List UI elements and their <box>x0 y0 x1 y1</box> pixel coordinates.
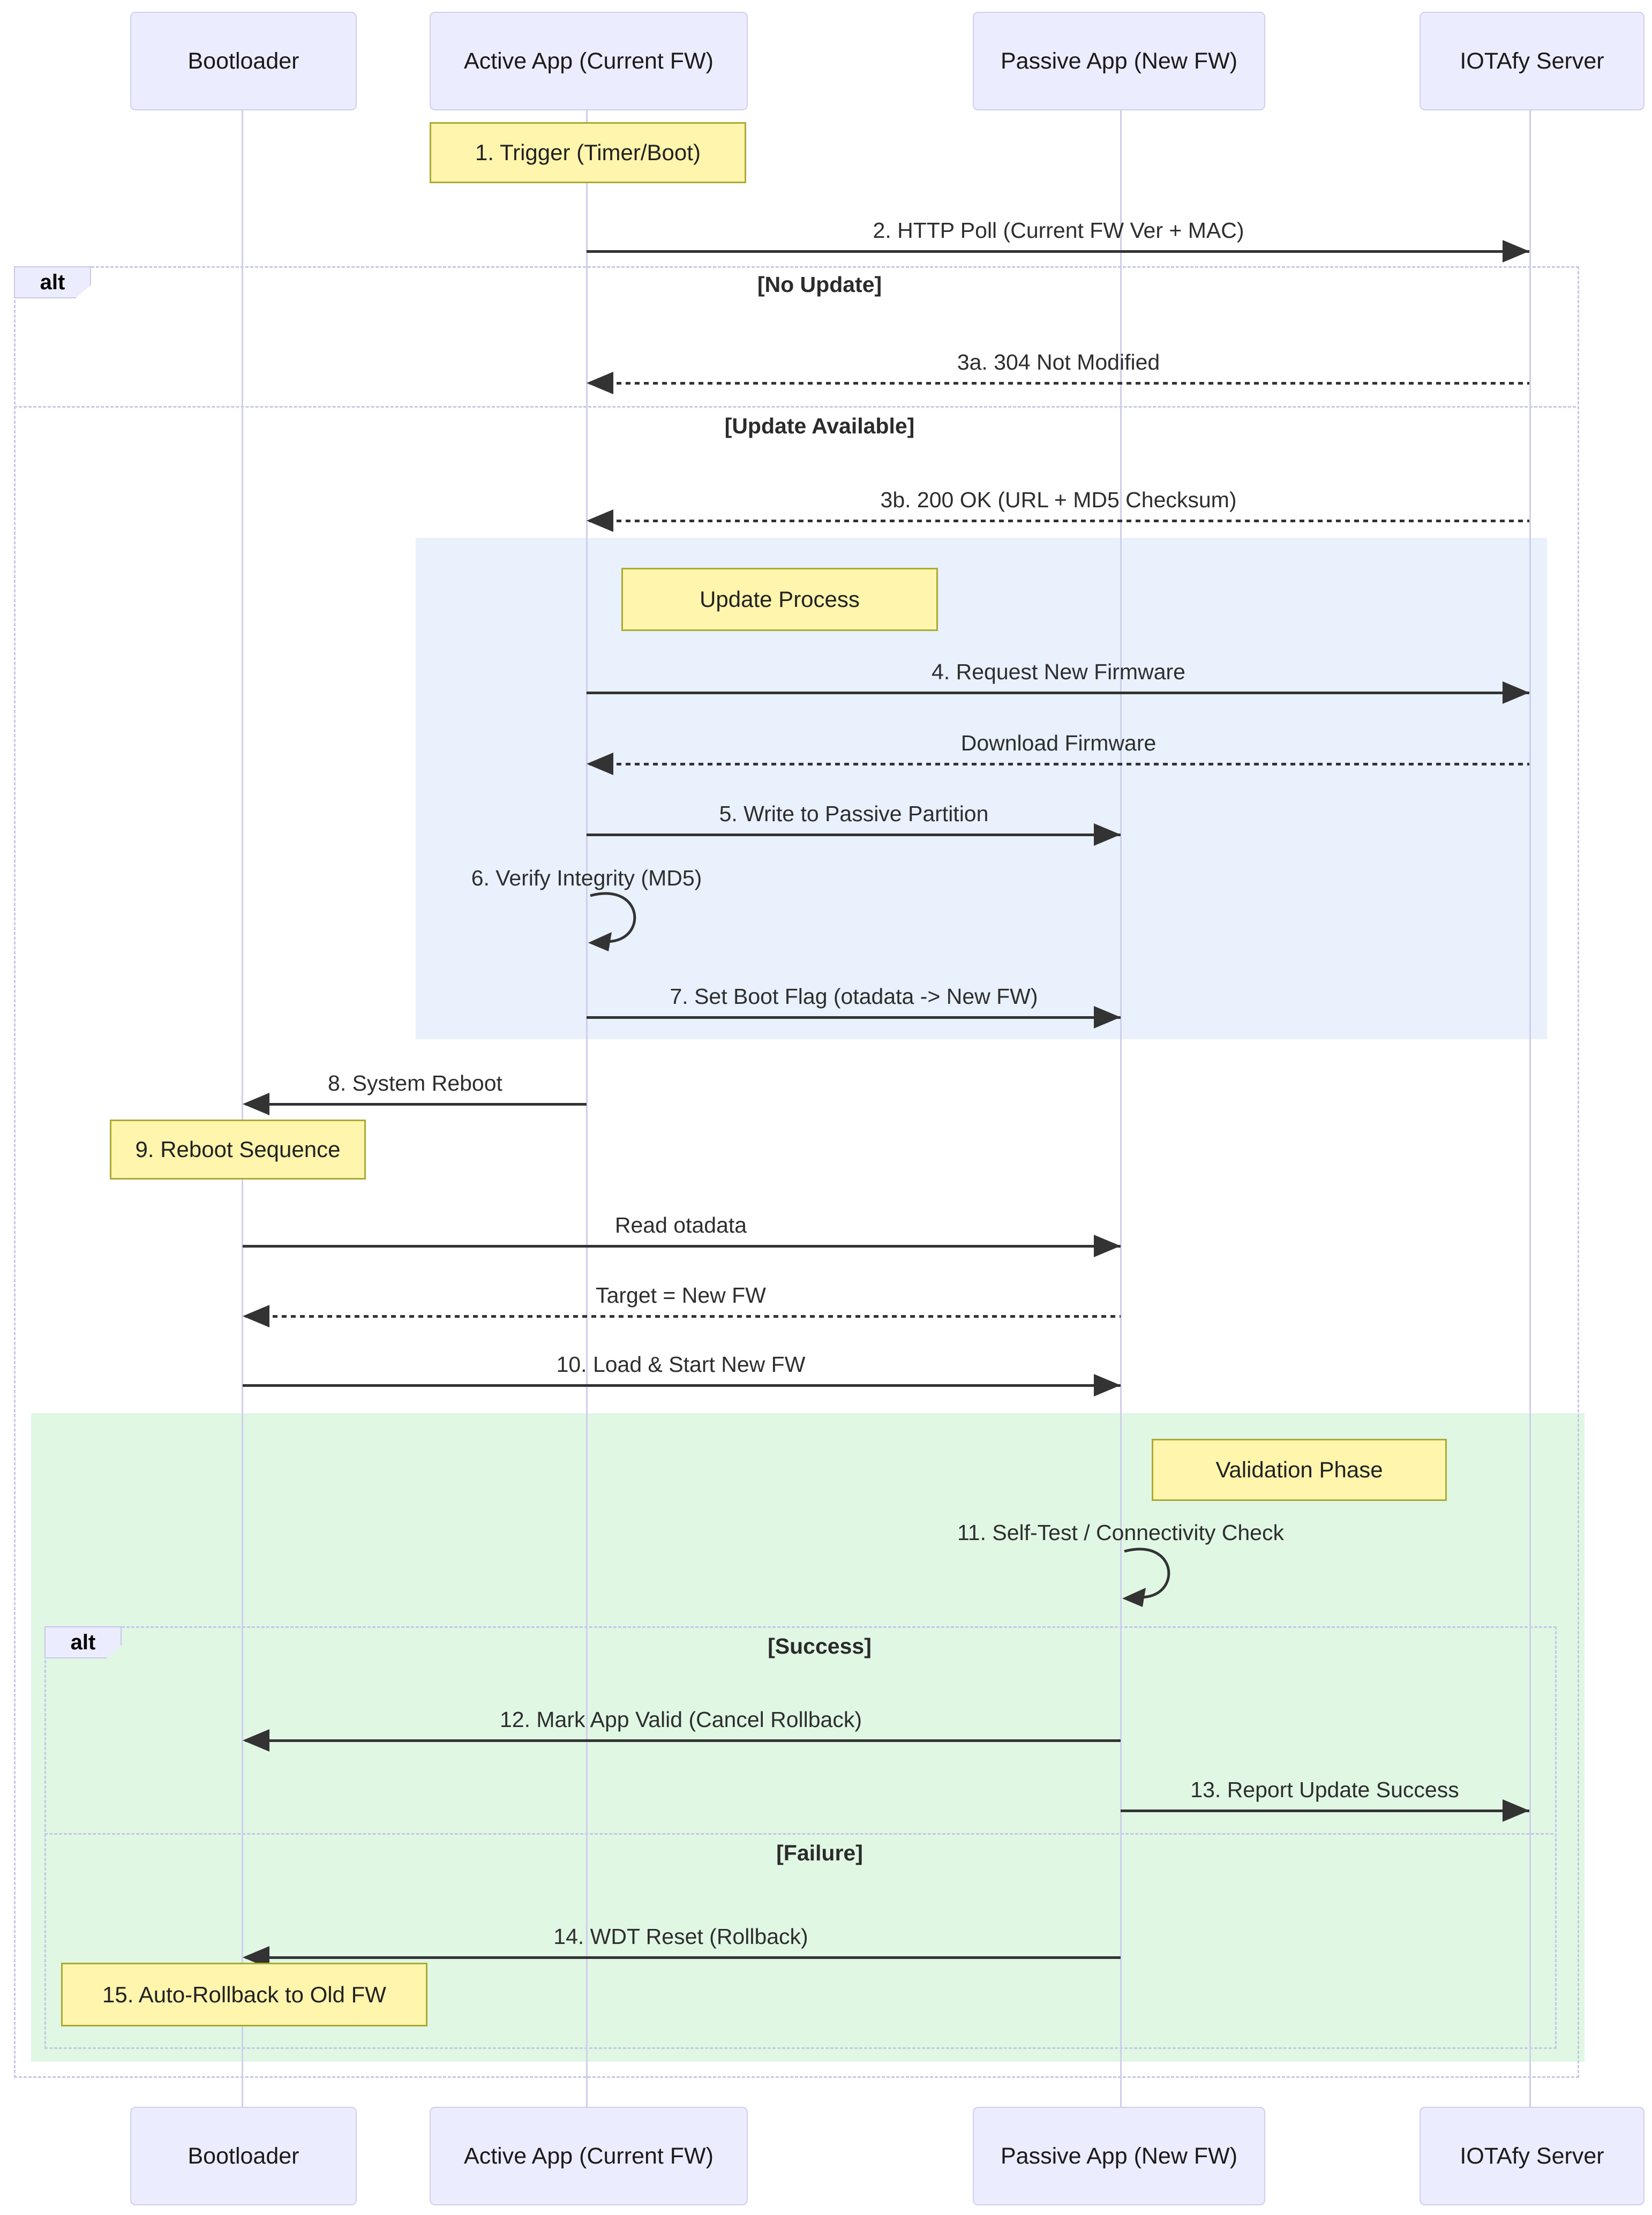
update-process-region <box>416 538 1547 1039</box>
condition-update-available: [Update Available] <box>724 414 915 438</box>
message-label: Read otadata <box>614 1213 747 1237</box>
condition-success: [Success] <box>768 1634 872 1658</box>
message-label: 6. Verify Integrity (MD5) <box>471 866 702 890</box>
message-label: 10. Load & Start New FW <box>556 1352 806 1377</box>
validation-phase-region <box>31 1413 1585 2062</box>
alt-frame-outer <box>14 266 1579 2078</box>
message-line <box>243 1245 1121 1248</box>
note-reboot-sequence: 9. Reboot Sequence <box>110 1120 366 1180</box>
actor-label: Active App (Current FW) <box>464 48 714 74</box>
message-label: 7. Set Boot Flag (otadata -> New FW) <box>670 984 1038 1009</box>
message-label: 14. WDT Reset (Rollback) <box>553 1924 808 1949</box>
arrowhead <box>1503 240 1529 262</box>
note-auto-rollback: 15. Auto-Rollback to Old FW <box>61 1963 427 2026</box>
message-label: Download Firmware <box>960 731 1157 755</box>
message-label: 12. Mark App Valid (Cancel Rollback) <box>499 1707 862 1732</box>
message-line <box>245 1956 1121 1959</box>
note-trigger: 1. Trigger (Timer/Boot) <box>430 122 746 183</box>
arrowhead <box>1503 681 1529 704</box>
actor-label: Bootloader <box>187 48 299 74</box>
actor-label: Bootloader <box>187 2143 299 2169</box>
message-line <box>589 763 1529 765</box>
message-label: 8. System Reboot <box>328 1071 502 1095</box>
arrowhead <box>243 1729 269 1752</box>
arrowhead <box>587 372 613 394</box>
arrowhead <box>587 753 613 775</box>
message-label: 4. Request New Firmware <box>932 659 1185 684</box>
message-line <box>587 250 1529 253</box>
arrowhead <box>587 509 613 532</box>
arrowhead <box>1503 1799 1529 1822</box>
arrowhead <box>1094 1374 1121 1396</box>
self-loop-icon <box>1122 1548 1170 1607</box>
alt-frame-inner-label: alt <box>44 1626 122 1658</box>
lifeline-passive-app <box>1120 108 1122 2107</box>
message-label: 3a. 304 Not Modified <box>957 350 1160 374</box>
message-line <box>587 692 1529 694</box>
alt-frame-inner <box>44 1626 1557 2049</box>
message-line <box>245 1315 1121 1318</box>
message-line <box>245 1739 1121 1742</box>
arrowhead <box>243 1305 269 1327</box>
condition-failure: [Failure] <box>776 1841 863 1865</box>
actor-active-app-top: Active App (Current FW) <box>430 12 748 110</box>
message-label: 11. Self-Test / Connectivity Check <box>957 1520 1284 1545</box>
message-line <box>243 1384 1121 1387</box>
actor-passive-app-bottom: Passive App (New FW) <box>973 2107 1265 2205</box>
arrowhead <box>1094 1006 1121 1028</box>
message-label: 3b. 200 OK (URL + MD5 Checksum) <box>880 487 1237 512</box>
message-label: 2. HTTP Poll (Current FW Ver + MAC) <box>873 218 1244 243</box>
actor-server-bottom: IOTAfy Server <box>1420 2107 1645 2205</box>
condition-no-update: [No Update] <box>757 272 882 297</box>
note-update-process: Update Process <box>621 568 938 631</box>
actor-bootloader-bottom: Bootloader <box>130 2107 357 2205</box>
lifeline-server <box>1529 108 1531 2107</box>
arrowhead <box>1094 823 1121 846</box>
lifeline-bootloader <box>242 108 243 2107</box>
self-loop-icon <box>588 892 636 951</box>
actor-label: IOTAfy Server <box>1460 2143 1604 2169</box>
actor-label: Passive App (New FW) <box>1000 2143 1238 2169</box>
alt-inner-divider <box>44 1833 1553 1835</box>
message-label: 13. Report Update Success <box>1190 1777 1459 1802</box>
message-line <box>245 1103 587 1106</box>
actor-label: Active App (Current FW) <box>464 2143 714 2169</box>
actor-bootloader-top: Bootloader <box>130 12 357 110</box>
message-line <box>1121 1809 1529 1812</box>
actor-server-top: IOTAfy Server <box>1420 12 1645 110</box>
arrowhead <box>1094 1235 1121 1257</box>
message-line <box>587 1016 1121 1019</box>
alt-outer-divider <box>14 406 1576 408</box>
message-label: 5. Write to Passive Partition <box>719 801 989 826</box>
message-line <box>587 834 1121 836</box>
note-validation-phase: Validation Phase <box>1152 1439 1447 1501</box>
actor-label: IOTAfy Server <box>1460 48 1604 74</box>
alt-frame-outer-label: alt <box>14 266 91 298</box>
message-line <box>589 382 1529 385</box>
message-line <box>589 520 1529 522</box>
lifeline-active-app <box>586 108 588 2107</box>
actor-active-app-bottom: Active App (Current FW) <box>430 2107 748 2205</box>
actor-label: Passive App (New FW) <box>1000 48 1238 74</box>
actor-passive-app-top: Passive App (New FW) <box>973 12 1265 110</box>
message-label: Target = New FW <box>596 1283 766 1308</box>
arrowhead <box>243 1093 269 1115</box>
